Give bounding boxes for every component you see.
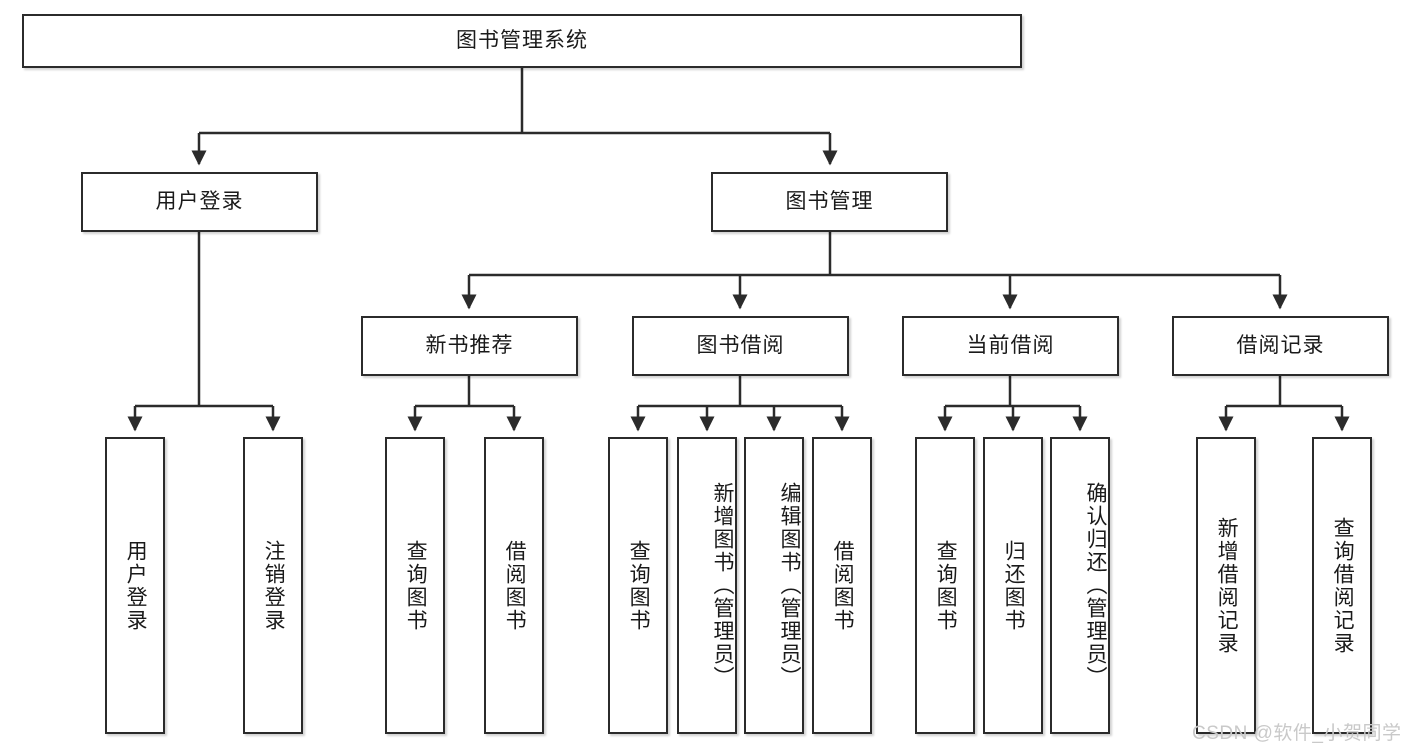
leaf-label: 查询图书 xyxy=(627,539,651,632)
leaf-label: 查询图书 xyxy=(934,539,958,632)
csdn-watermark: CSDN @软件_小贺同学 xyxy=(1192,723,1402,744)
node-new-book-recommendation[interactable]: 新书推荐 xyxy=(361,316,578,376)
node-leaf-user-login[interactable]: 用户登录 xyxy=(105,437,165,734)
node-root-system[interactable]: 图书管理系统 xyxy=(22,14,1022,68)
node-leaf-query-book-current[interactable]: 查询图书 xyxy=(915,437,975,734)
node-user-login[interactable]: 用户登录 xyxy=(81,172,318,232)
node-leaf-query-borrow-record[interactable]: 查询借阅记录 xyxy=(1312,437,1372,734)
node-leaf-add-borrow-record[interactable]: 新增借阅记录 xyxy=(1196,437,1256,734)
node-leaf-edit-book-admin[interactable]: 编辑图书（管理员） xyxy=(744,437,804,734)
leaf-label: 确认归还（管理员） xyxy=(1084,482,1107,689)
node-borrowing-record[interactable]: 借阅记录 xyxy=(1172,316,1389,376)
leaf-label: 查询借阅记录 xyxy=(1331,516,1355,655)
node-leaf-query-book-recommendation[interactable]: 查询图书 xyxy=(385,437,445,734)
leaf-label: 借阅图书 xyxy=(503,539,527,632)
node-leaf-logout[interactable]: 注销登录 xyxy=(243,437,303,734)
node-leaf-confirm-return-admin[interactable]: 确认归还（管理员） xyxy=(1050,437,1110,734)
leaf-label: 用户登录 xyxy=(124,539,148,632)
leaf-label: 新增借阅记录 xyxy=(1215,516,1239,655)
node-leaf-add-book-admin[interactable]: 新增图书（管理员） xyxy=(677,437,737,734)
leaf-label: 编辑图书（管理员） xyxy=(778,482,801,689)
leaf-label: 借阅图书 xyxy=(831,539,855,632)
node-book-management[interactable]: 图书管理 xyxy=(711,172,948,232)
node-leaf-borrow-book-recommendation[interactable]: 借阅图书 xyxy=(484,437,544,734)
leaf-label: 查询图书 xyxy=(404,539,428,632)
leaf-label: 新增图书（管理员） xyxy=(711,482,734,689)
node-current-borrowing[interactable]: 当前借阅 xyxy=(902,316,1119,376)
node-leaf-return-book[interactable]: 归还图书 xyxy=(983,437,1043,734)
leaf-label: 注销登录 xyxy=(262,539,286,632)
node-book-borrowing[interactable]: 图书借阅 xyxy=(632,316,849,376)
node-leaf-query-book-borrowing[interactable]: 查询图书 xyxy=(608,437,668,734)
leaf-label: 归还图书 xyxy=(1002,539,1026,632)
node-leaf-borrow-book[interactable]: 借阅图书 xyxy=(812,437,872,734)
